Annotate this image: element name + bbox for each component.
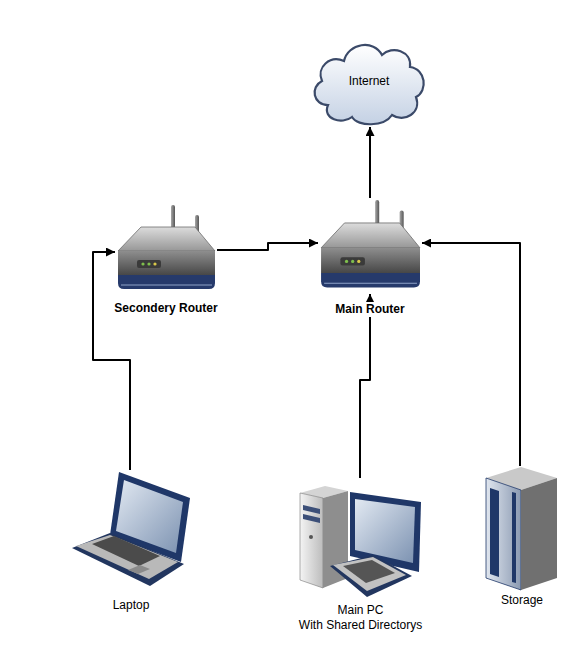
- tower-front: [300, 493, 323, 588]
- device-label: Secondery Router: [114, 301, 217, 316]
- device-label: Storage: [501, 593, 543, 608]
- storage-slot: [490, 488, 499, 577]
- router-base: [321, 273, 420, 288]
- router-icon: [321, 200, 420, 287]
- router-light: [345, 260, 348, 263]
- storage-node: Storage: [486, 466, 558, 590]
- router-base: [118, 275, 215, 289]
- router-highlight: [121, 285, 212, 286]
- power-button: [309, 535, 313, 539]
- router-front: [118, 251, 215, 275]
- router-panel: [137, 260, 161, 268]
- router-top: [321, 223, 420, 248]
- router-node: Secondery Router: [115, 203, 217, 295]
- device-label: Main Router: [333, 302, 406, 317]
- device-label: Laptop: [113, 598, 150, 613]
- node-label: Internet: [308, 35, 430, 127]
- connector-arrow: [93, 252, 130, 470]
- monitor-screen: [355, 499, 415, 563]
- connector-arrow: [360, 294, 370, 478]
- storage-icon: [486, 467, 557, 590]
- laptop-touchpad: [128, 565, 150, 574]
- laptop-node: Laptop: [70, 470, 192, 585]
- router-light: [141, 262, 144, 265]
- label-line: Main PC: [299, 603, 422, 618]
- drive-slot: [303, 505, 320, 514]
- connector-arrow: [369, 127, 371, 198]
- storage-slot: [512, 492, 516, 583]
- router-node: Main Router: [318, 198, 422, 294]
- keyboard-base: [330, 555, 412, 597]
- storage-side: [521, 478, 557, 590]
- router-light: [351, 260, 354, 263]
- laptop-base: [72, 533, 184, 586]
- laptop-keyboard: [92, 536, 160, 566]
- drive-slot: [303, 514, 320, 523]
- label-line: With Shared Directorys: [299, 618, 422, 633]
- router-panel: [340, 257, 364, 265]
- router-light: [147, 262, 150, 265]
- device-label: Main PC With Shared Directorys: [299, 603, 422, 633]
- storage-front: [486, 478, 521, 590]
- laptop-deck: [76, 535, 178, 579]
- connector-arrow: [217, 243, 318, 250]
- router-light: [153, 262, 156, 265]
- router-icon: [118, 205, 215, 289]
- keyboard-keys: [343, 560, 395, 583]
- connector-arrow: [422, 243, 520, 466]
- computer-node: Main PC With Shared Directorys: [298, 478, 423, 596]
- router-highlight: [324, 283, 417, 284]
- laptop-icon: [72, 472, 190, 586]
- router-front: [321, 248, 420, 273]
- cloud-node: Internet: [308, 35, 430, 127]
- desktop-pc-icon: [300, 486, 421, 597]
- router-top: [118, 227, 215, 251]
- keyboard-top: [333, 557, 406, 591]
- router-light: [357, 260, 360, 263]
